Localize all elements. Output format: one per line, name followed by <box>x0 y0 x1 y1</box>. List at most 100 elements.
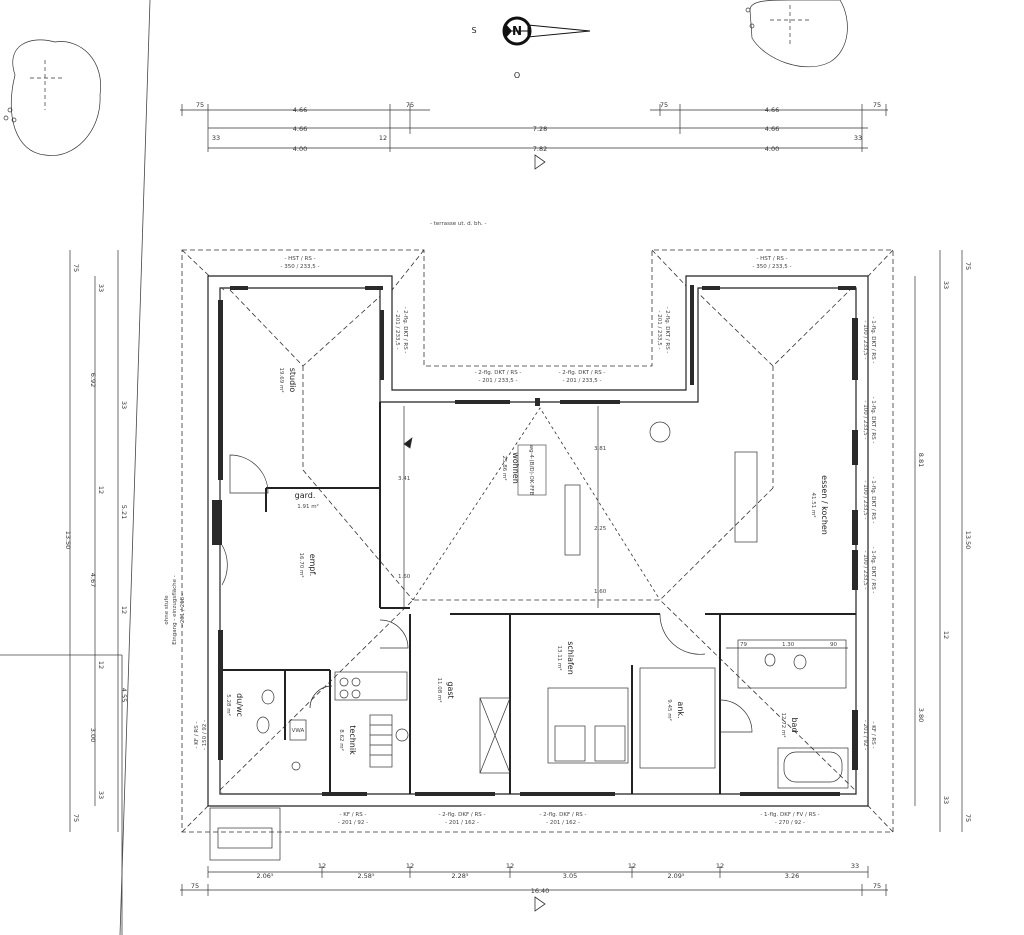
opening-label: - 2-flg. DKT / RS - <box>475 370 522 376</box>
dim-label: 12 <box>716 862 724 870</box>
interior-walls <box>220 402 856 794</box>
dim-label: 12 <box>406 862 414 870</box>
opening-label: - 1-flg. DKT / RS - <box>870 397 876 444</box>
opening-label: - KF / RS - <box>194 722 200 749</box>
dim-label: 4.00 <box>293 145 307 153</box>
top-dimensions: 75 4.66 75 75 4.66 75 4.66 12 7.28 4.66 … <box>180 101 888 170</box>
dim-label: 75 <box>660 101 668 109</box>
tree-icon <box>745 0 848 68</box>
dim-label: 4.66 <box>765 106 779 114</box>
dim-label: 3.81 <box>594 446 606 452</box>
windows <box>212 285 858 796</box>
room-wohnen-name: wohnen <box>511 452 520 484</box>
dim-label: 3.00 <box>89 728 97 742</box>
opening-label: - 2-flg. DKF / RS - <box>438 812 485 818</box>
room-gard-area: 1.91 m² <box>297 503 319 510</box>
room-schlafen-area: 13.11 m² <box>556 645 563 670</box>
room-empf-area: 16.70 m² <box>298 552 305 577</box>
dim-label: 75 <box>964 814 972 822</box>
dim-label: 1.30 <box>782 642 795 648</box>
opening-label: - 2-flg. DKF / RS - <box>539 812 586 818</box>
outdoor-unit <box>209 807 281 861</box>
dim-label: 13.50 <box>64 531 72 550</box>
property-line <box>119 0 151 935</box>
dim-label: 4.00 <box>765 145 779 153</box>
opening-label: ohne stufe <box>164 595 170 625</box>
room-empf-name: empf. <box>308 554 317 577</box>
dim-label: 7.82 <box>533 145 547 153</box>
bathtub-icon <box>777 747 849 789</box>
dim-label: 12 <box>97 661 105 669</box>
roof-hip-lines <box>181 249 894 833</box>
dim-label: 75 <box>964 262 972 270</box>
room-ank-area: 9.45 m² <box>666 699 673 721</box>
dim-label: 7.28 <box>533 125 547 133</box>
dim-label: 12 <box>318 862 326 870</box>
room-bad-name: bad <box>790 717 799 732</box>
dim-label: 12 <box>120 606 128 614</box>
doors <box>221 454 753 733</box>
room-ank-name: ank. <box>676 701 685 718</box>
opening-label: - 231 / 218 - <box>180 593 186 627</box>
terrace-note: - terrasse ut. d. bh. - <box>430 221 487 227</box>
room-duwc-name: du/wc <box>235 693 244 717</box>
opening-label: - 2-flg. DKT / RS - <box>664 307 670 354</box>
room-labels: studio 19.69 m² gard. 1.91 m² empf. 16.7… <box>225 367 829 755</box>
sink-icon <box>261 689 275 705</box>
opening-label: - 201 / 162 - <box>546 820 580 826</box>
right-dimensions: 75 33 8.81 12 13.50 3.80 33 75 <box>914 250 972 832</box>
opening-label: - 1-flg. DKT / RS - <box>870 477 876 524</box>
opening-label: - HST / RS - <box>284 256 315 262</box>
dim-label: 75 <box>196 101 204 109</box>
opening-label: - 270 / 92 - <box>775 820 805 826</box>
roof-outline <box>181 249 894 833</box>
opening-label: - 201 / 233,5 - <box>656 310 662 349</box>
room-gast-name: gast <box>446 681 455 698</box>
dim-label: 12 <box>942 631 950 639</box>
dim-label: 12 <box>506 862 514 870</box>
room-bad-area: 12.72 m² <box>780 712 787 737</box>
section-marker-icon <box>534 896 546 912</box>
compass-o: O <box>514 71 520 80</box>
dim-label: 13.50 <box>964 531 972 550</box>
dim-label: 4.55 <box>120 688 128 702</box>
opening-label: - 100 / 233,5 - <box>862 400 868 439</box>
dim-label: 16.40 <box>531 887 550 895</box>
left-dimensions: 75 33 6.92 33 12 5.21 12 4.67 12 4.55 3.… <box>64 250 128 832</box>
dim-label: 2.25 <box>594 526 607 532</box>
dim-label: 4.66 <box>293 125 307 133</box>
opening-label: - 201 / 233,5 - <box>478 378 517 384</box>
dim-label: 3.41 <box>398 476 410 482</box>
opening-label: - 201 / 92 - <box>338 820 368 826</box>
dim-label: 2.58⁵ <box>357 872 374 880</box>
dim-label: 75 <box>72 814 80 822</box>
compass-n: N <box>512 24 522 38</box>
room-gast-area: 11.08 m² <box>436 677 443 702</box>
dim-label: 8.81 <box>917 453 925 467</box>
room-technik-name: technik <box>348 725 357 755</box>
dim-label: 33 <box>942 281 950 289</box>
dim-label: 33 <box>97 791 105 799</box>
dim-label: 33 <box>212 134 220 142</box>
dim-label: 6.92 <box>89 373 97 387</box>
opening-label: - 2-flg. DKT / RS - <box>559 370 606 376</box>
opening-label: - 350 / 233,5 - <box>280 264 319 270</box>
room-wohnen-area: 25.86 m² <box>501 455 508 480</box>
compass-icon: N S O <box>471 16 591 80</box>
room-gard-name: gard. <box>295 491 316 500</box>
room-technik-area: 8.62 m² <box>338 729 345 751</box>
dim-label: 12 <box>628 862 636 870</box>
inner-dimensions: 3.81 2.25 1.60 1.60 3.41 79 1.30 90 wg·4… <box>398 406 848 649</box>
bed-icon <box>547 687 629 764</box>
dim-label: 33 <box>120 401 128 409</box>
opening-label: - KF / RS - <box>870 722 876 749</box>
tree-icon <box>3 39 101 156</box>
dim-label: 1.60 <box>594 589 607 595</box>
dim-label: 75 <box>873 882 881 890</box>
dim-label: wg·4·(B/D)·OK·FFB <box>528 445 534 496</box>
exterior-walls <box>207 275 869 807</box>
compass-s: S <box>471 26 476 35</box>
opening-label: Eingang - einzugsfläche - <box>172 575 178 644</box>
dim-label: 79 <box>740 642 747 648</box>
